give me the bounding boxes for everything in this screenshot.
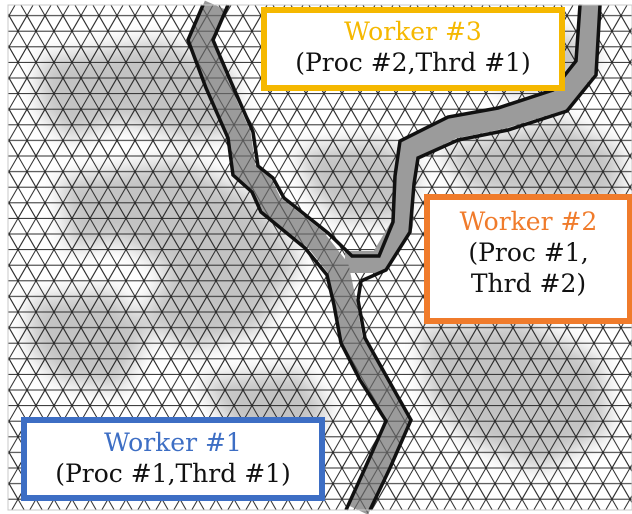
- figure-frame: [7, 4, 632, 511]
- worker-2-detail-line2: Thrd #2): [470, 269, 587, 298]
- worker-1-detail: (Proc #1,Thrd #1): [55, 459, 291, 488]
- worker-3-title: Worker #3: [344, 17, 482, 46]
- worker-3-detail: (Proc #2,Thrd #1): [295, 48, 531, 77]
- partition-boundary-band: [189, 0, 601, 514]
- worker-1-title: Worker #1: [104, 428, 242, 457]
- partition-boundary-lines: [186, 4, 602, 511]
- worker-3-label-box: Worker #3 (Proc #2,Thrd #1): [261, 7, 565, 91]
- worker-2-detail-line1: (Proc #1,: [468, 238, 589, 267]
- worker-1-label-box: Worker #1 (Proc #1,Thrd #1): [21, 417, 325, 501]
- worker-2-label-box: Worker #2 (Proc #1, Thrd #2): [424, 194, 632, 324]
- worker-2-title: Worker #2: [459, 207, 598, 236]
